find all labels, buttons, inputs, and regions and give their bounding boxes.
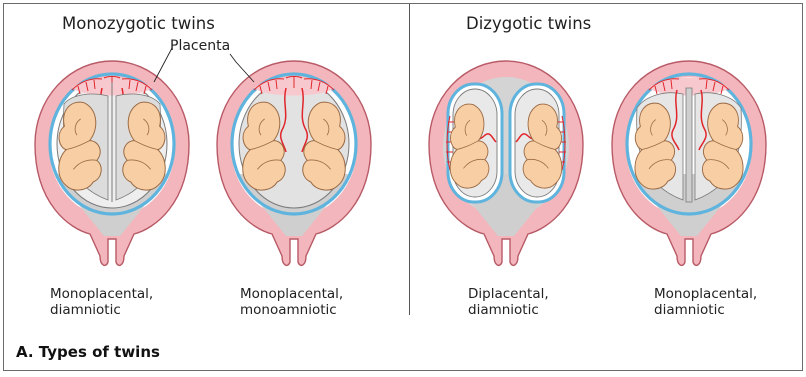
panel-3-caption-line1: Diplacental, (468, 286, 549, 302)
panel-3-caption-line2: diamniotic (468, 302, 549, 318)
twin-types-figure: Monozygotic twins Dizygotic twins Placen… (3, 3, 803, 371)
panel-3-caption: Diplacental, diamniotic (468, 286, 549, 318)
panel-2-caption-line2: monoamniotic (240, 302, 343, 318)
panel-2-caption-line1: Monoplacental, (240, 286, 343, 302)
panel-4-caption: Monoplacental, diamniotic (654, 286, 757, 318)
placenta-label: Placenta (170, 38, 230, 54)
panel-2-uterus (217, 61, 371, 265)
figure-label: A. Types of twins (16, 343, 160, 361)
group-divider (409, 4, 410, 315)
panel-1-caption: Monoplacental, diamniotic (50, 286, 153, 318)
panel-3-uterus (429, 61, 583, 265)
panel-4-caption-line2: diamniotic (654, 302, 757, 318)
panel-1-caption-line2: diamniotic (50, 302, 153, 318)
panel-1-uterus (35, 61, 189, 265)
dizygotic-title: Dizygotic twins (466, 14, 591, 33)
panel-2-caption: Monoplacental, monoamniotic (240, 286, 343, 318)
panel-4-caption-line1: Monoplacental, (654, 286, 757, 302)
panel-4-uterus (612, 61, 766, 265)
monozygotic-title: Monozygotic twins (62, 14, 215, 33)
panel-1-caption-line1: Monoplacental, (50, 286, 153, 302)
